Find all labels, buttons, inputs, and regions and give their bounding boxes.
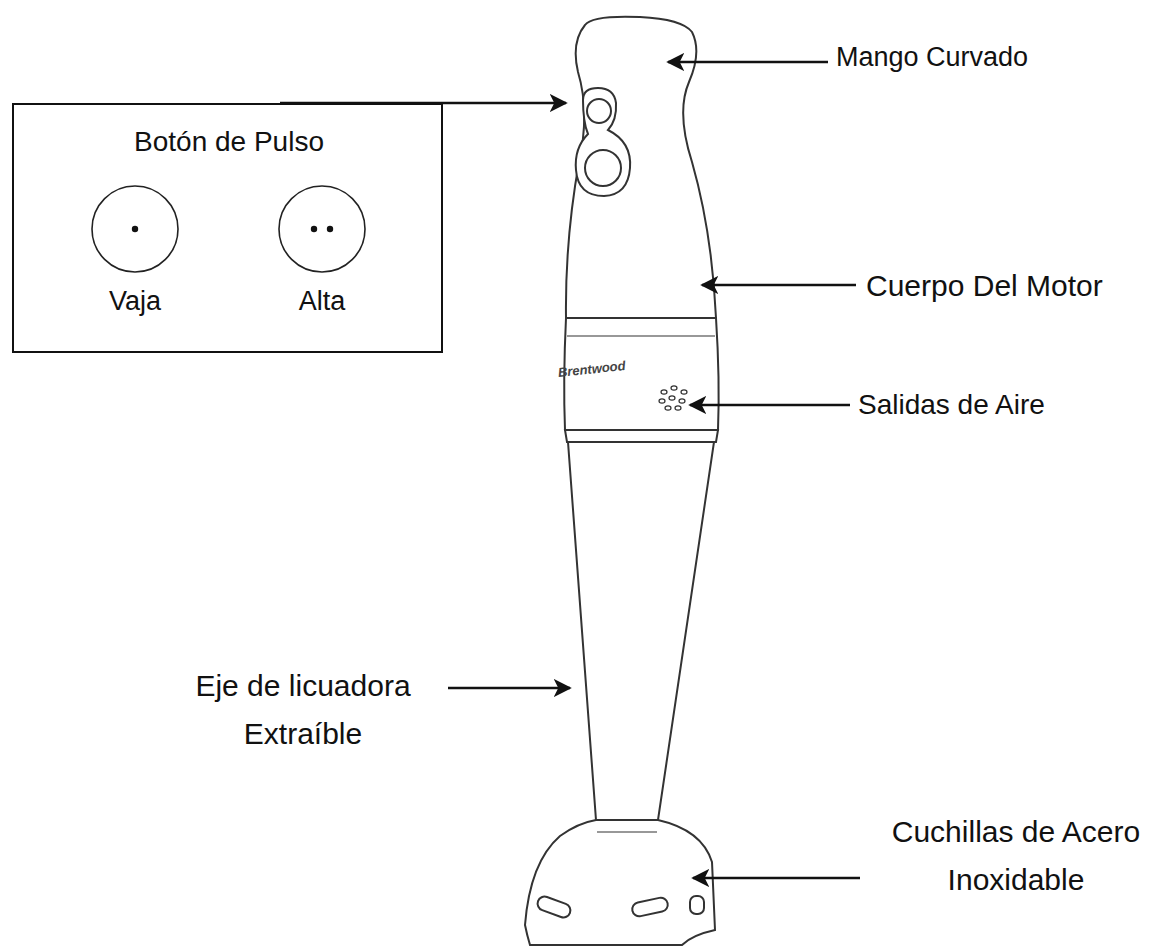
button-label: Alta — [299, 285, 346, 317]
blender-outline — [525, 17, 719, 945]
button-label: Vaja — [109, 285, 161, 317]
part-label: Mango Curvado — [836, 36, 1028, 79]
part-label: Cuchillas de Acero Inoxidable — [870, 808, 1162, 904]
box-title: Botón de Pulso — [134, 125, 324, 159]
button-legend-box: Botón de PulsoVaja Alta — [12, 103, 443, 353]
part-label: Cuerpo Del Motor — [866, 262, 1103, 310]
part-label: Salidas de Aire — [858, 383, 1045, 428]
part-label: Eje de licuadora Extraíble — [158, 662, 448, 758]
